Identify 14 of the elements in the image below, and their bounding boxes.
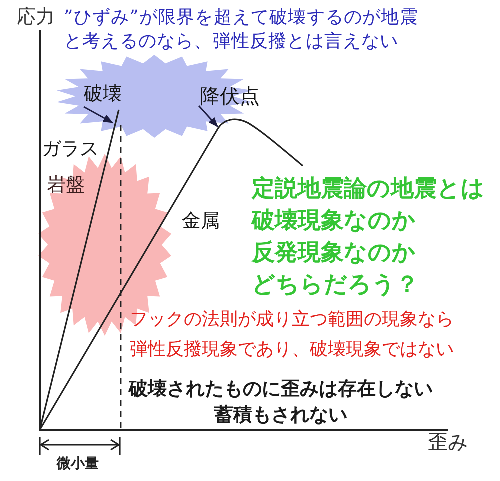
axis-label: 応力 <box>17 6 55 29</box>
question-text: 定説地震論の地震とは破壊現象なのか反発現象なのかどちらだろう？ <box>252 175 485 300</box>
point-label: 降伏点 <box>200 84 260 108</box>
annotation-text: フックの法則が成り立つ範囲の現象なら弾性反撥現象であり、破壊現象ではない <box>130 308 454 362</box>
leader-arrow <box>84 106 114 124</box>
region-label: 岩盤 <box>47 174 85 197</box>
annotation-text: ”ひずみ”が限界を超えて破壊するのが地震と考えるのなら、弾性反撥とは言えない <box>64 6 418 54</box>
line-label: ガラス <box>42 138 99 161</box>
line-label: 金属 <box>182 210 220 233</box>
dimension-label: 微小量 <box>57 456 99 473</box>
annotation-text: 破壊されたものに歪みは存在しない蓄積もされない <box>128 377 434 428</box>
leader-arrow <box>198 106 219 128</box>
point-label: 破壊 <box>84 83 122 106</box>
axis-label: 歪み <box>428 430 468 454</box>
